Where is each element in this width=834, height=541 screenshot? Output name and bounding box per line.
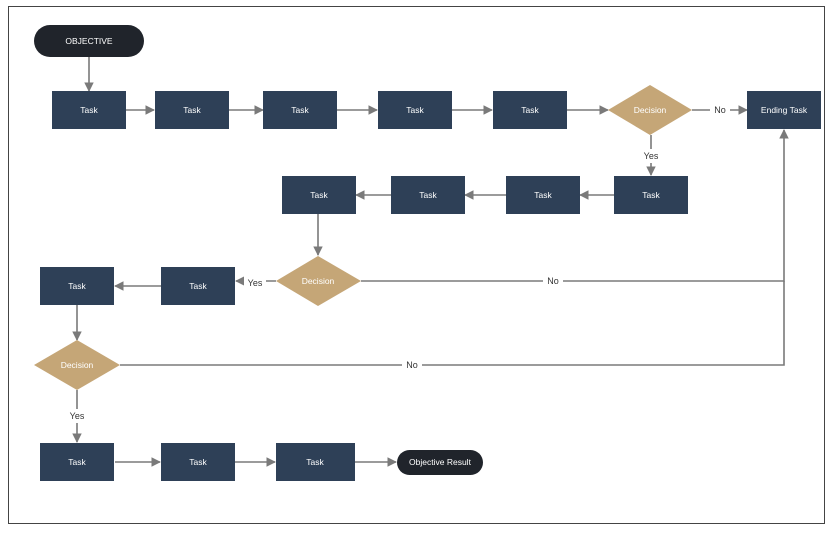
task-label: Task (642, 190, 660, 200)
task-node[interactable]: Task (161, 443, 235, 481)
task-label: Task (534, 190, 552, 200)
objective-result-label: Objective Result (409, 457, 472, 467)
decision-node[interactable]: Decision (34, 340, 120, 390)
task-node[interactable]: Task (155, 91, 229, 129)
ending-task-node[interactable]: Ending Task (747, 91, 821, 129)
task-label: Task (291, 105, 309, 115)
task-label: Task (521, 105, 539, 115)
edge-label-d2-yes: Yes (248, 278, 263, 288)
ending-task-label: Ending Task (761, 105, 808, 115)
edge-label-d2-no: No (547, 276, 559, 286)
edge-label-d3-yes: Yes (70, 411, 85, 421)
objective-label: OBJECTIVE (65, 36, 113, 46)
objective-result-terminal[interactable]: Objective Result (397, 450, 483, 475)
task-label: Task (406, 105, 424, 115)
edge-labels: No Yes Yes No No Yes (66, 103, 730, 423)
decision-label: Decision (634, 105, 667, 115)
task-node[interactable]: Task (493, 91, 567, 129)
task-label: Task (183, 105, 201, 115)
task-node[interactable]: Task (161, 267, 235, 305)
task-node[interactable]: Task (378, 91, 452, 129)
task-node[interactable]: Task (52, 91, 126, 129)
task-node[interactable]: Task (391, 176, 465, 214)
edge-label-d3-no: No (406, 360, 418, 370)
task-node[interactable]: Task (282, 176, 356, 214)
decision-label: Decision (302, 276, 335, 286)
connector-decision3-no-ending (120, 281, 785, 366)
decision-node[interactable]: Decision (276, 256, 361, 306)
task-label: Task (189, 457, 207, 467)
nodes: OBJECTIVE Task Task Task Task Task Decis… (34, 25, 821, 481)
decision-node[interactable]: Decision (608, 85, 692, 135)
task-node[interactable]: Task (506, 176, 580, 214)
task-node[interactable]: Task (263, 91, 337, 129)
task-label: Task (68, 281, 86, 291)
task-node[interactable]: Task (276, 443, 355, 481)
task-label: Task (310, 190, 328, 200)
task-label: Task (80, 105, 98, 115)
task-node[interactable]: Task (40, 443, 114, 481)
task-label: Task (189, 281, 207, 291)
task-label: Task (306, 457, 324, 467)
objective-terminal[interactable]: OBJECTIVE (34, 25, 144, 57)
task-label: Task (68, 457, 86, 467)
connectors (72, 57, 789, 467)
task-node[interactable]: Task (40, 267, 114, 305)
decision-label: Decision (61, 360, 94, 370)
edge-label-d1-yes: Yes (644, 151, 659, 161)
edge-label-d1-no: No (714, 105, 726, 115)
task-node[interactable]: Task (614, 176, 688, 214)
task-label: Task (419, 190, 437, 200)
